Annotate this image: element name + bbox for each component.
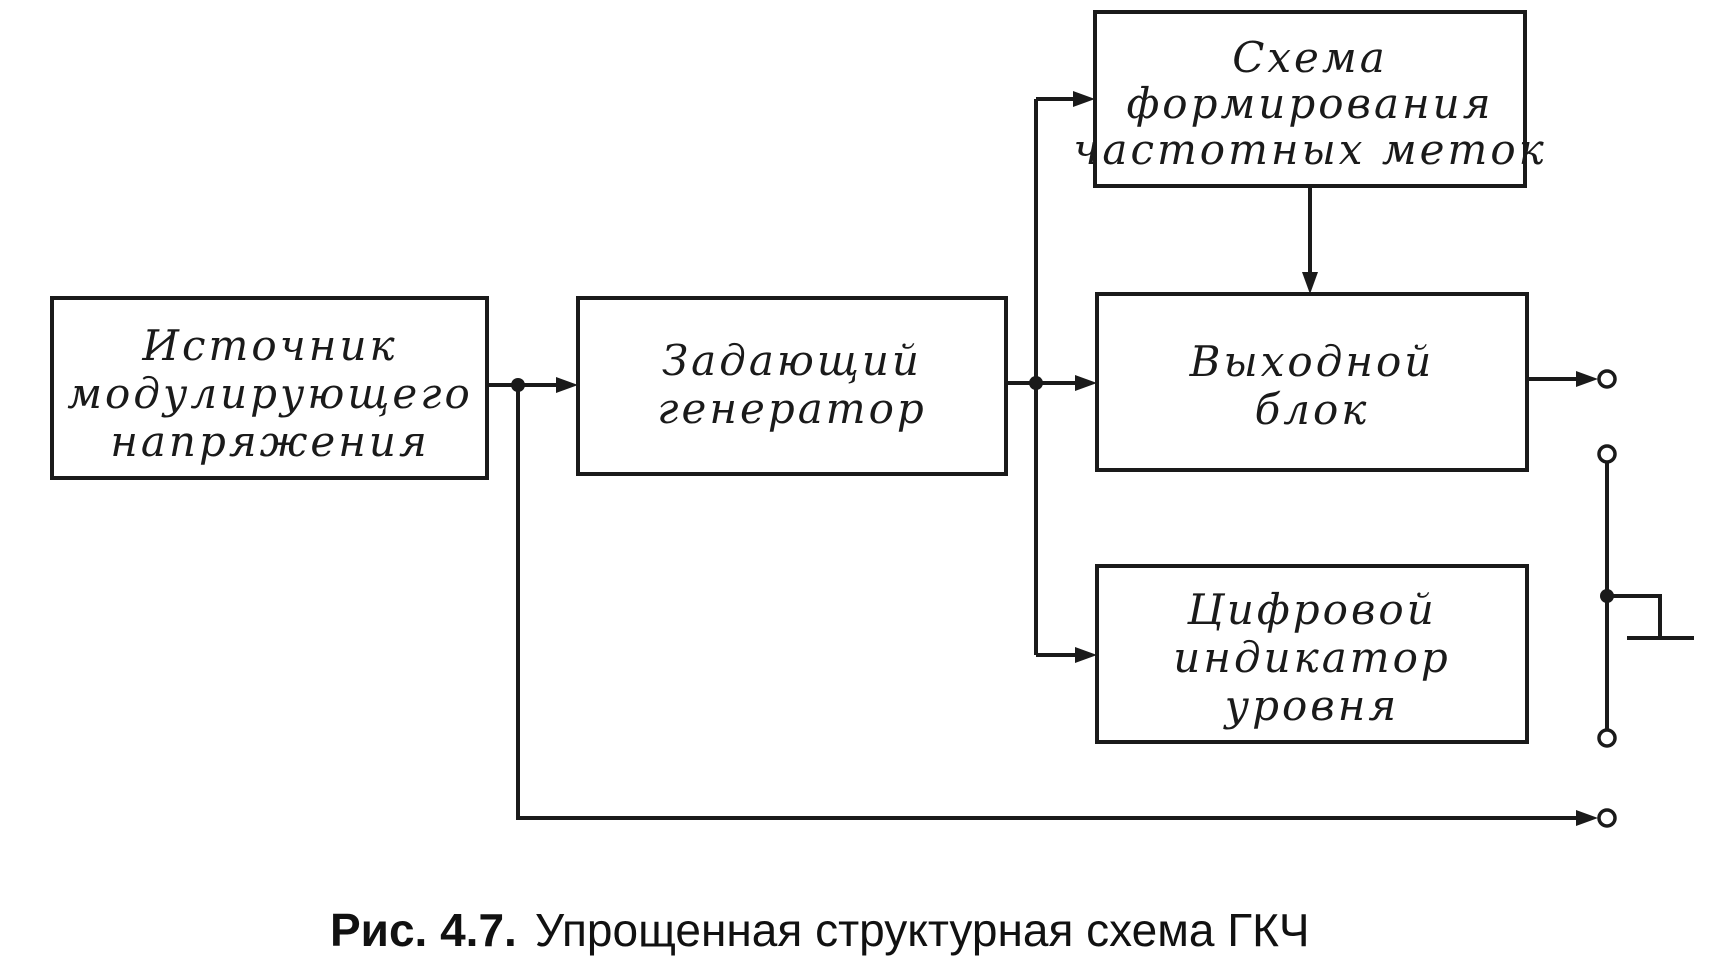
ground-terminal-bottom [1597,728,1617,748]
block-marker-line-3: частотных меток [1073,125,1546,174]
caption-text: Упрощенная структурная схема ГКЧ [535,904,1310,956]
output-terminal [1597,369,1617,389]
block-indicator-line-1: Цифровой [1186,585,1437,634]
block-source-line-3: напряжения [110,417,430,466]
block-source: Источник модулирующего напряжения [50,296,489,480]
wire-source-sweep [516,385,1586,820]
block-source-line-1: Источник [141,321,397,370]
sweep-terminal [1597,808,1617,828]
block-marker-line-2: формирования [1126,79,1493,128]
block-output-frame [1095,292,1529,472]
arrow-marker-to-output [1302,272,1318,294]
block-output-line-1: Выходной [1189,337,1435,386]
block-source-frame [50,296,489,480]
connections [487,91,1598,826]
arrow-sweep-terminal [1576,810,1598,826]
block-master-generator: Задающий генератор [576,296,1008,476]
block-output-line-2: блок [1255,385,1370,434]
block-marker-frame [1093,10,1527,188]
block-indicator-line-3: уровня [1223,681,1399,730]
arrow-output-terminal [1576,371,1598,387]
block-marker-circuit: Схема формирования частотных меток [1073,10,1546,188]
figure-caption: Рис. 4.7. Упрощенная структурная схема Г… [330,904,1310,956]
block-master-frame [576,296,1008,476]
arrow-into-indicator [1075,647,1097,663]
block-indicator-frame [1095,564,1529,744]
block-marker-line-1: Схема [1232,33,1388,82]
block-source-line-2: модулирующего [67,369,473,418]
ground-terminal-top [1597,444,1617,464]
arrow-into-master [556,377,578,393]
caption-label: Рис. 4.7. [330,904,517,956]
block-indicator-line-2: индикатор [1173,633,1451,682]
terminals [1597,369,1694,828]
ground-lead [1607,594,1662,638]
block-master-line-2: генератор [657,384,927,433]
block-master-line-1: Задающий [662,336,922,385]
block-output: Выходной блок [1095,292,1529,472]
arrow-into-marker [1073,91,1095,107]
arrow-into-output [1075,375,1097,391]
block-level-indicator: Цифровой индикатор уровня [1095,564,1529,744]
